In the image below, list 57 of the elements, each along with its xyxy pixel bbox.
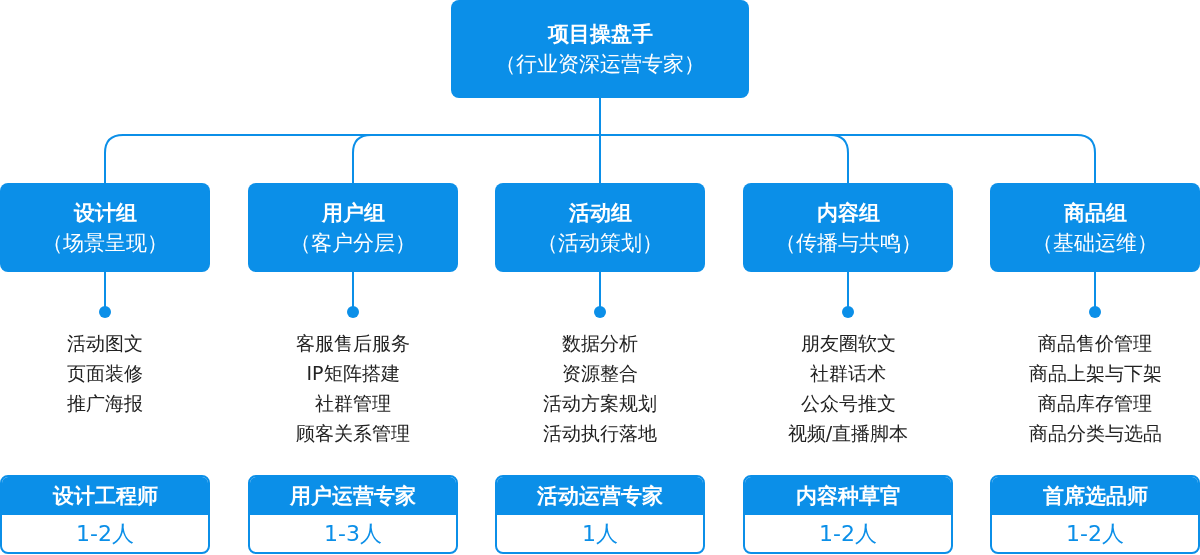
headcount: 1-3人 [323, 520, 383, 548]
group-box [495, 183, 705, 272]
task-item: 活动执行落地 [543, 421, 657, 446]
dot-connector [842, 271, 854, 318]
box-subtitle: （传播与共鸣） [774, 229, 922, 257]
box-title: 用户组 [321, 199, 385, 227]
headcount: 1人 [581, 520, 619, 548]
role-card [0, 475, 210, 554]
task-item: 页面装修 [67, 361, 143, 386]
task-item: 朋友圈软文 [800, 331, 896, 356]
group-box [248, 183, 458, 272]
role-title: 活动运营专家 [497, 477, 703, 515]
role-card [990, 475, 1200, 554]
task-item: 商品库存管理 [1038, 391, 1152, 416]
box-title: 内容组 [816, 199, 880, 227]
headcount: 1-2人 [818, 520, 878, 548]
box-title: 项目操盘手 [547, 21, 653, 48]
task-item: 资源整合 [562, 361, 638, 386]
role-title: 设计工程师 [2, 477, 208, 515]
role-title: 内容种草官 [745, 477, 951, 515]
role-card [495, 475, 705, 554]
task-item: 商品分类与选品 [1028, 421, 1162, 446]
headcount: 1-2人 [75, 520, 135, 548]
leader-box [451, 0, 749, 98]
task-item: 商品售价管理 [1038, 331, 1152, 356]
task-item: 推广海报 [67, 391, 143, 416]
box-subtitle: （活动策划） [537, 229, 663, 257]
box-title: 活动组 [568, 199, 632, 227]
task-item: 公众号推文 [800, 391, 896, 416]
task-item: IP矩阵搭建 [306, 361, 400, 386]
task-item: 商品上架与下架 [1028, 361, 1162, 386]
dot-connector [347, 271, 359, 318]
box-subtitle: （场景呈现） [42, 229, 168, 257]
box-title: 设计组 [73, 199, 137, 227]
task-item: 活动图文 [67, 331, 143, 356]
role-title: 用户运营专家 [250, 477, 456, 515]
headcount: 1-2人 [1065, 520, 1125, 548]
task-item: 活动方案规划 [543, 391, 657, 416]
box-title: 商品组 [1063, 199, 1127, 227]
role-card [248, 475, 458, 554]
dot-connector [99, 271, 111, 318]
box-subtitle: （基础运维） [1032, 229, 1158, 257]
task-item: 顾客关系管理 [296, 421, 410, 446]
group-box [743, 183, 953, 272]
task-item: 社群话术 [810, 361, 886, 386]
dot-connector [1089, 271, 1101, 318]
group-box [0, 183, 210, 272]
dot-connector [594, 271, 606, 318]
task-item: 社群管理 [315, 391, 391, 416]
box-subtitle: （客户分层） [290, 229, 416, 257]
task-item: 视频/直播脚本 [787, 421, 909, 446]
role-card [743, 475, 953, 554]
box-subtitle: （行业资深运营专家） [495, 51, 705, 78]
role-title: 首席选品师 [992, 477, 1198, 515]
task-item: 客服售后服务 [296, 331, 410, 356]
group-box [990, 183, 1200, 272]
task-item: 数据分析 [562, 331, 638, 356]
